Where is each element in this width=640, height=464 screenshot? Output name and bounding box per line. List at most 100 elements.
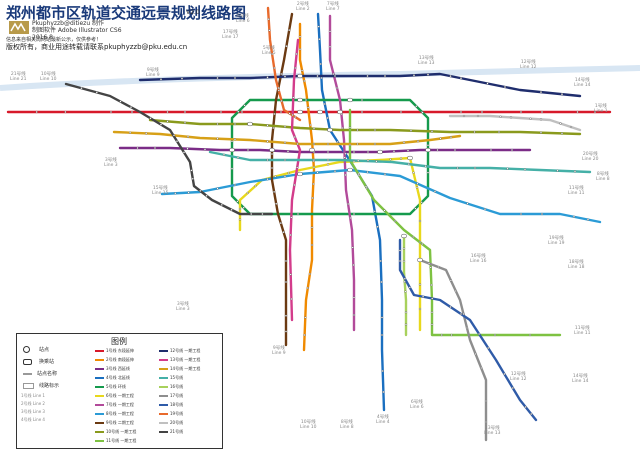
station-dot[interactable] (129, 106, 133, 109)
station-dot[interactable] (267, 18, 270, 21)
station-dot[interactable] (348, 126, 352, 129)
station-dot[interactable] (190, 169, 193, 172)
station-dot[interactable] (332, 72, 335, 76)
station-dot[interactable] (519, 212, 523, 216)
station-dot[interactable] (398, 259, 402, 263)
line-badge[interactable]: 6号线 Line 6 (410, 400, 424, 410)
transfer-station[interactable] (297, 109, 303, 115)
station-dot[interactable] (289, 233, 292, 237)
station-dot[interactable] (426, 144, 430, 147)
station-dot[interactable] (539, 118, 543, 121)
station-dot[interactable] (312, 182, 315, 186)
station-dot[interactable] (236, 156, 240, 159)
transfer-station[interactable] (297, 171, 303, 177)
station-dot[interactable] (296, 166, 299, 169)
station-dot[interactable] (375, 160, 378, 163)
station-dot[interactable] (439, 137, 442, 140)
station-dot[interactable] (373, 210, 376, 213)
station-dot[interactable] (292, 96, 295, 99)
station-dot[interactable] (319, 62, 322, 66)
station-dot[interactable] (480, 110, 484, 114)
station-dot[interactable] (283, 75, 287, 78)
station-dot[interactable] (272, 126, 275, 130)
station-dot[interactable] (266, 140, 269, 143)
transfer-station[interactable] (407, 155, 413, 161)
station-dot[interactable] (360, 98, 364, 102)
station-dot[interactable] (366, 171, 369, 174)
station-dot[interactable] (398, 249, 402, 252)
station-dot[interactable] (459, 77, 463, 80)
station-dot[interactable] (383, 209, 386, 212)
station-dot[interactable] (273, 112, 276, 116)
station-dot[interactable] (344, 152, 347, 155)
station-dot[interactable] (569, 125, 573, 129)
station-dot[interactable] (366, 74, 369, 78)
station-dot[interactable] (326, 142, 330, 146)
station-dot[interactable] (462, 312, 465, 316)
station-dot[interactable] (476, 114, 480, 118)
station-dot[interactable] (283, 175, 287, 178)
station-dot[interactable] (310, 226, 314, 229)
station-dot[interactable] (328, 30, 332, 33)
transfer-station[interactable] (247, 121, 253, 127)
station-dot[interactable] (408, 286, 411, 289)
station-dot[interactable] (357, 159, 360, 162)
station-dot[interactable] (415, 105, 418, 108)
station-dot[interactable] (403, 277, 406, 280)
station-dot[interactable] (284, 314, 288, 317)
station-dot[interactable] (191, 177, 194, 180)
station-dot[interactable] (421, 242, 424, 246)
station-dot[interactable] (180, 77, 184, 80)
station-dot[interactable] (593, 110, 597, 114)
station-dot[interactable] (183, 110, 187, 114)
station-dot[interactable] (219, 110, 223, 114)
station-dot[interactable] (268, 29, 271, 32)
station-dot[interactable] (233, 183, 237, 187)
line-badge[interactable]: 13号线 Line 13 (484, 426, 501, 436)
station-dot[interactable] (352, 150, 356, 154)
station-dot[interactable] (506, 167, 509, 170)
station-dot[interactable] (341, 126, 344, 130)
station-dot[interactable] (290, 216, 293, 219)
station-dot[interactable] (187, 191, 190, 194)
station-dot[interactable] (203, 148, 207, 151)
station-dot[interactable] (280, 72, 283, 76)
station-dot[interactable] (317, 25, 320, 28)
station-dot[interactable] (524, 405, 527, 409)
station-dot[interactable] (233, 122, 237, 126)
line-badge[interactable]: 3号线 Line 3 (176, 302, 190, 312)
station-dot[interactable] (560, 132, 564, 135)
station-dot[interactable] (429, 266, 432, 269)
station-dot[interactable] (352, 160, 356, 163)
line-badge[interactable]: 14号线 Line 14 (574, 78, 591, 88)
line-badge[interactable]: 10号线 Line 10 (300, 420, 317, 430)
station-dot[interactable] (343, 156, 346, 159)
station-dot[interactable] (539, 131, 543, 134)
station-dot[interactable] (484, 399, 488, 403)
station-dot[interactable] (499, 115, 502, 118)
station-dot[interactable] (530, 412, 533, 416)
line-badge[interactable]: 9号线 Line 9 (146, 68, 160, 78)
station-dot[interactable] (216, 137, 219, 140)
station-dot[interactable] (403, 280, 406, 283)
station-dot[interactable] (449, 136, 453, 139)
station-dot[interactable] (450, 333, 453, 337)
station-dot[interactable] (493, 333, 497, 337)
station-dot[interactable] (130, 110, 134, 114)
station-dot[interactable] (175, 140, 179, 143)
station-dot[interactable] (64, 110, 67, 114)
station-dot[interactable] (288, 112, 291, 115)
line-badge[interactable]: 2号线 Line 2 (296, 2, 310, 12)
station-dot[interactable] (312, 142, 316, 146)
station-dot[interactable] (352, 212, 356, 216)
station-dot[interactable] (230, 208, 233, 211)
line-badge[interactable]: 13号线 Line 13 (418, 56, 435, 66)
station-dot[interactable] (271, 52, 274, 56)
line-badge[interactable]: 10号线 Line 10 (40, 72, 57, 82)
station-dot[interactable] (289, 273, 292, 276)
station-dot[interactable] (186, 135, 190, 138)
station-dot[interactable] (291, 113, 294, 117)
station-dot[interactable] (418, 240, 422, 244)
station-dot[interactable] (279, 222, 282, 225)
station-dot[interactable] (366, 150, 370, 154)
